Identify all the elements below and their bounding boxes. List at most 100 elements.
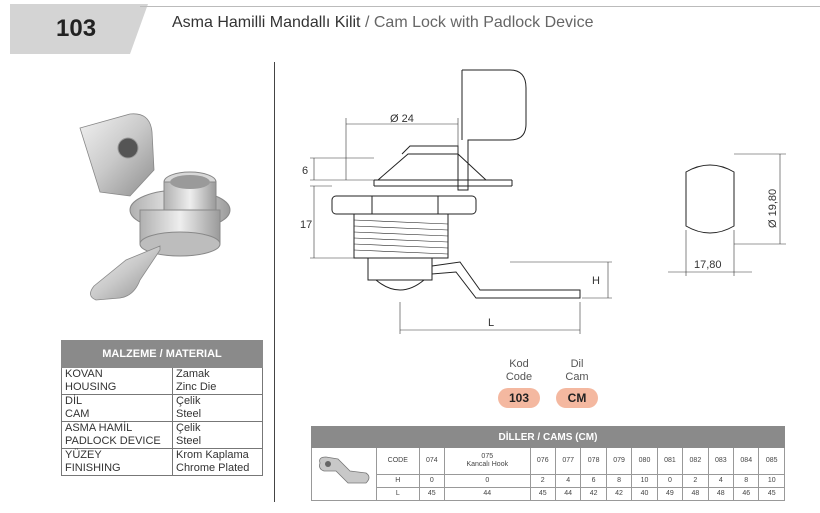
cam-h-value: 0 — [444, 474, 531, 488]
title-en: Cam Lock with Padlock Device — [373, 14, 594, 31]
dil-label-tr: Dil — [570, 358, 584, 370]
product-image — [79, 113, 231, 301]
cam-h-value: 10 — [758, 474, 785, 488]
divider-vertical — [274, 62, 275, 502]
title-separator: / — [364, 14, 370, 31]
cam-icon — [319, 456, 370, 483]
cam-l-value: 45 — [758, 487, 785, 501]
cam-code: 076 — [536, 457, 549, 464]
cam-code-cell: 085 — [758, 447, 785, 475]
material-label: DİL — [65, 395, 83, 407]
cam-code: 075 — [481, 453, 494, 460]
cam-l-value: 46 — [733, 487, 760, 501]
material-value: Çelik — [176, 422, 201, 434]
cam-l-value: 45 — [418, 487, 446, 501]
cam-code-cell: 078 — [580, 447, 607, 475]
dil-label: Dil Cam — [556, 358, 598, 384]
dim-6: 6 — [302, 165, 308, 177]
cam-code: 080 — [638, 457, 651, 464]
cam-code-cell: 077 — [554, 447, 582, 475]
cam-h-value: 4 — [554, 474, 582, 488]
dim-h: H — [592, 275, 600, 287]
material-value: Zamak — [176, 368, 210, 380]
dim-diameter-24: Ø 24 — [390, 113, 414, 125]
material-value-en: Steel — [176, 408, 202, 420]
cam-l-value: 40 — [631, 487, 658, 501]
material-label-en: PADLOCK DEVICE — [65, 435, 161, 447]
kod-badge: 103 — [498, 388, 540, 408]
cam-code: 081 — [664, 457, 676, 464]
cam-l-value: 49 — [656, 487, 684, 501]
cams-title: DİLLER / CAMS (CM) — [311, 426, 785, 448]
material-label: KOVAN — [65, 368, 103, 380]
material-label-en: HOUSING — [65, 381, 117, 393]
cam-code-cell: 080 — [631, 447, 658, 475]
kod-label-en: Code — [505, 371, 533, 383]
product-code: 103 — [56, 15, 97, 42]
material-value-en: Chrome Plated — [176, 462, 250, 474]
cam-h-value: 0 — [656, 474, 684, 488]
dil-label-en: Cam — [565, 371, 589, 383]
material-value-en: Zinc Die — [176, 381, 217, 393]
cam-l-value: 42 — [605, 487, 633, 501]
material-value-en: Steel — [176, 435, 202, 447]
material-title: MALZEME / MATERIAL — [61, 340, 263, 368]
cam-h-value: 8 — [605, 474, 633, 488]
material-label: YÜZEY — [65, 449, 102, 461]
cams-h-label: H — [376, 474, 420, 488]
cam-l-value: 44 — [554, 487, 582, 501]
cam-h-value: 8 — [733, 474, 760, 488]
cam-code-cell: 081 — [656, 447, 684, 475]
cams-code-label: CODE — [376, 447, 420, 475]
cam-code: 078 — [587, 457, 600, 464]
cam-h-value: 6 — [580, 474, 607, 488]
material-label-en: CAM — [65, 408, 90, 420]
material-value: Çelik — [176, 395, 201, 407]
dim-diameter-1980: Ø 19,80 — [767, 189, 779, 228]
page-title: Asma Hamilli Mandallı Kilit / Cam Lock w… — [172, 14, 594, 32]
code-tab — [10, 4, 148, 54]
title-tr: Asma Hamilli Mandallı Kilit — [172, 14, 361, 31]
header-rule — [140, 6, 820, 7]
cam-l-value: 48 — [707, 487, 735, 501]
cams-l-label: L — [376, 487, 420, 501]
dim-l: L — [488, 317, 494, 329]
dim-17: 17 — [300, 219, 312, 231]
dil-badge: CM — [556, 388, 598, 408]
cam-h-value: 2 — [529, 474, 556, 488]
cam-code-cell: 083 — [707, 447, 735, 475]
cam-code: 085 — [765, 457, 778, 464]
side-view-drawing: Ø 24 6 17 H L — [300, 69, 612, 334]
kod-label-tr: Kod — [509, 358, 529, 370]
material-value: Krom Kaplama — [176, 449, 249, 461]
cam-h-value: 4 — [707, 474, 735, 488]
cam-l-value: 45 — [529, 487, 556, 501]
cam-code: 074 — [425, 457, 438, 464]
kod-label: Kod Code — [498, 358, 540, 384]
cam-l-value: 42 — [580, 487, 607, 501]
cam-code: 079 — [613, 457, 625, 464]
cam-code: 082 — [689, 457, 702, 464]
cam-h-value: 10 — [631, 474, 658, 488]
cam-l-value: 48 — [682, 487, 709, 501]
cam-code-cell: 082 — [682, 447, 709, 475]
cam-thumbnail — [311, 447, 377, 501]
cam-h-value: 2 — [682, 474, 709, 488]
material-label: ASMA HAMİL — [65, 422, 133, 434]
cam-h-value: 0 — [418, 474, 446, 488]
material-label-en: FINISHING — [65, 462, 121, 474]
cam-code: 077 — [562, 457, 575, 464]
cam-l-value: 44 — [444, 487, 531, 501]
cam-code-note: Kancalı Hook — [466, 461, 509, 468]
cam-code-cell: 076 — [529, 447, 556, 475]
